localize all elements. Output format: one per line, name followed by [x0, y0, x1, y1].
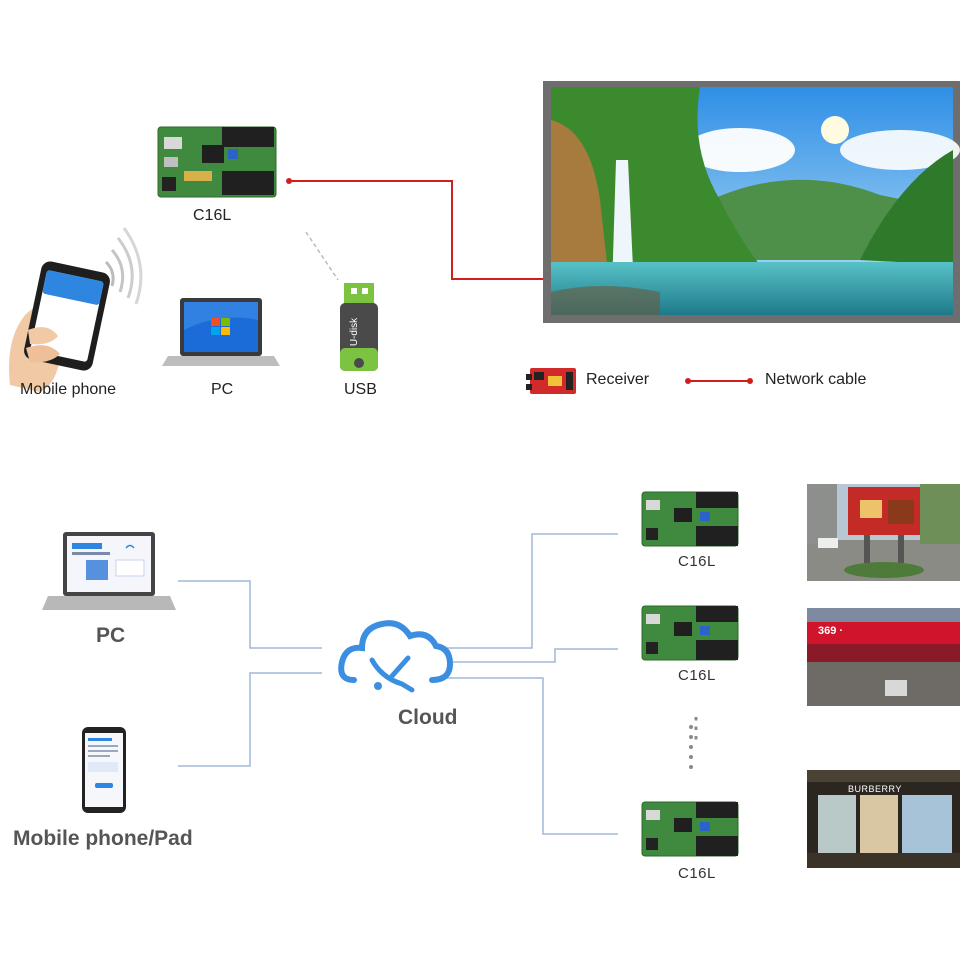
cloud-controller-2-line: [447, 648, 618, 663]
mobile-pad-label: Mobile phone/Pad: [13, 827, 193, 850]
storefront-sign-text: 369 ·: [818, 625, 844, 637]
usb-dashed-link: [305, 231, 339, 281]
controller-label-bottom-3: C16L: [678, 865, 716, 882]
controller-label-top: C16L: [193, 207, 232, 224]
controller-label-bottom-2: C16L: [678, 667, 716, 684]
cloud-controller-1-line: [447, 533, 618, 649]
mobile-phone-label: Mobile phone: [20, 381, 117, 398]
network-cable-legend-label: Network cable: [765, 371, 867, 388]
burberry-sign-text: BURBERRY: [848, 784, 902, 794]
receiver-legend-label: Receiver: [586, 371, 650, 388]
cloud-label: Cloud: [398, 706, 458, 729]
mobile-cloud-line: [178, 672, 322, 767]
pc-label-bottom: PC: [96, 624, 126, 647]
network-cable-line: [289, 180, 545, 280]
pc-cloud-line: [178, 580, 322, 649]
cloud-controller-3-line: [447, 677, 618, 835]
more-controllers-ellipsis: ⋮: [682, 712, 710, 743]
usb-label: USB: [344, 381, 377, 398]
network-cable-dot: [286, 178, 292, 184]
controller-label-bottom-1: C16L: [678, 553, 716, 570]
pc-label-top: PC: [211, 381, 234, 398]
